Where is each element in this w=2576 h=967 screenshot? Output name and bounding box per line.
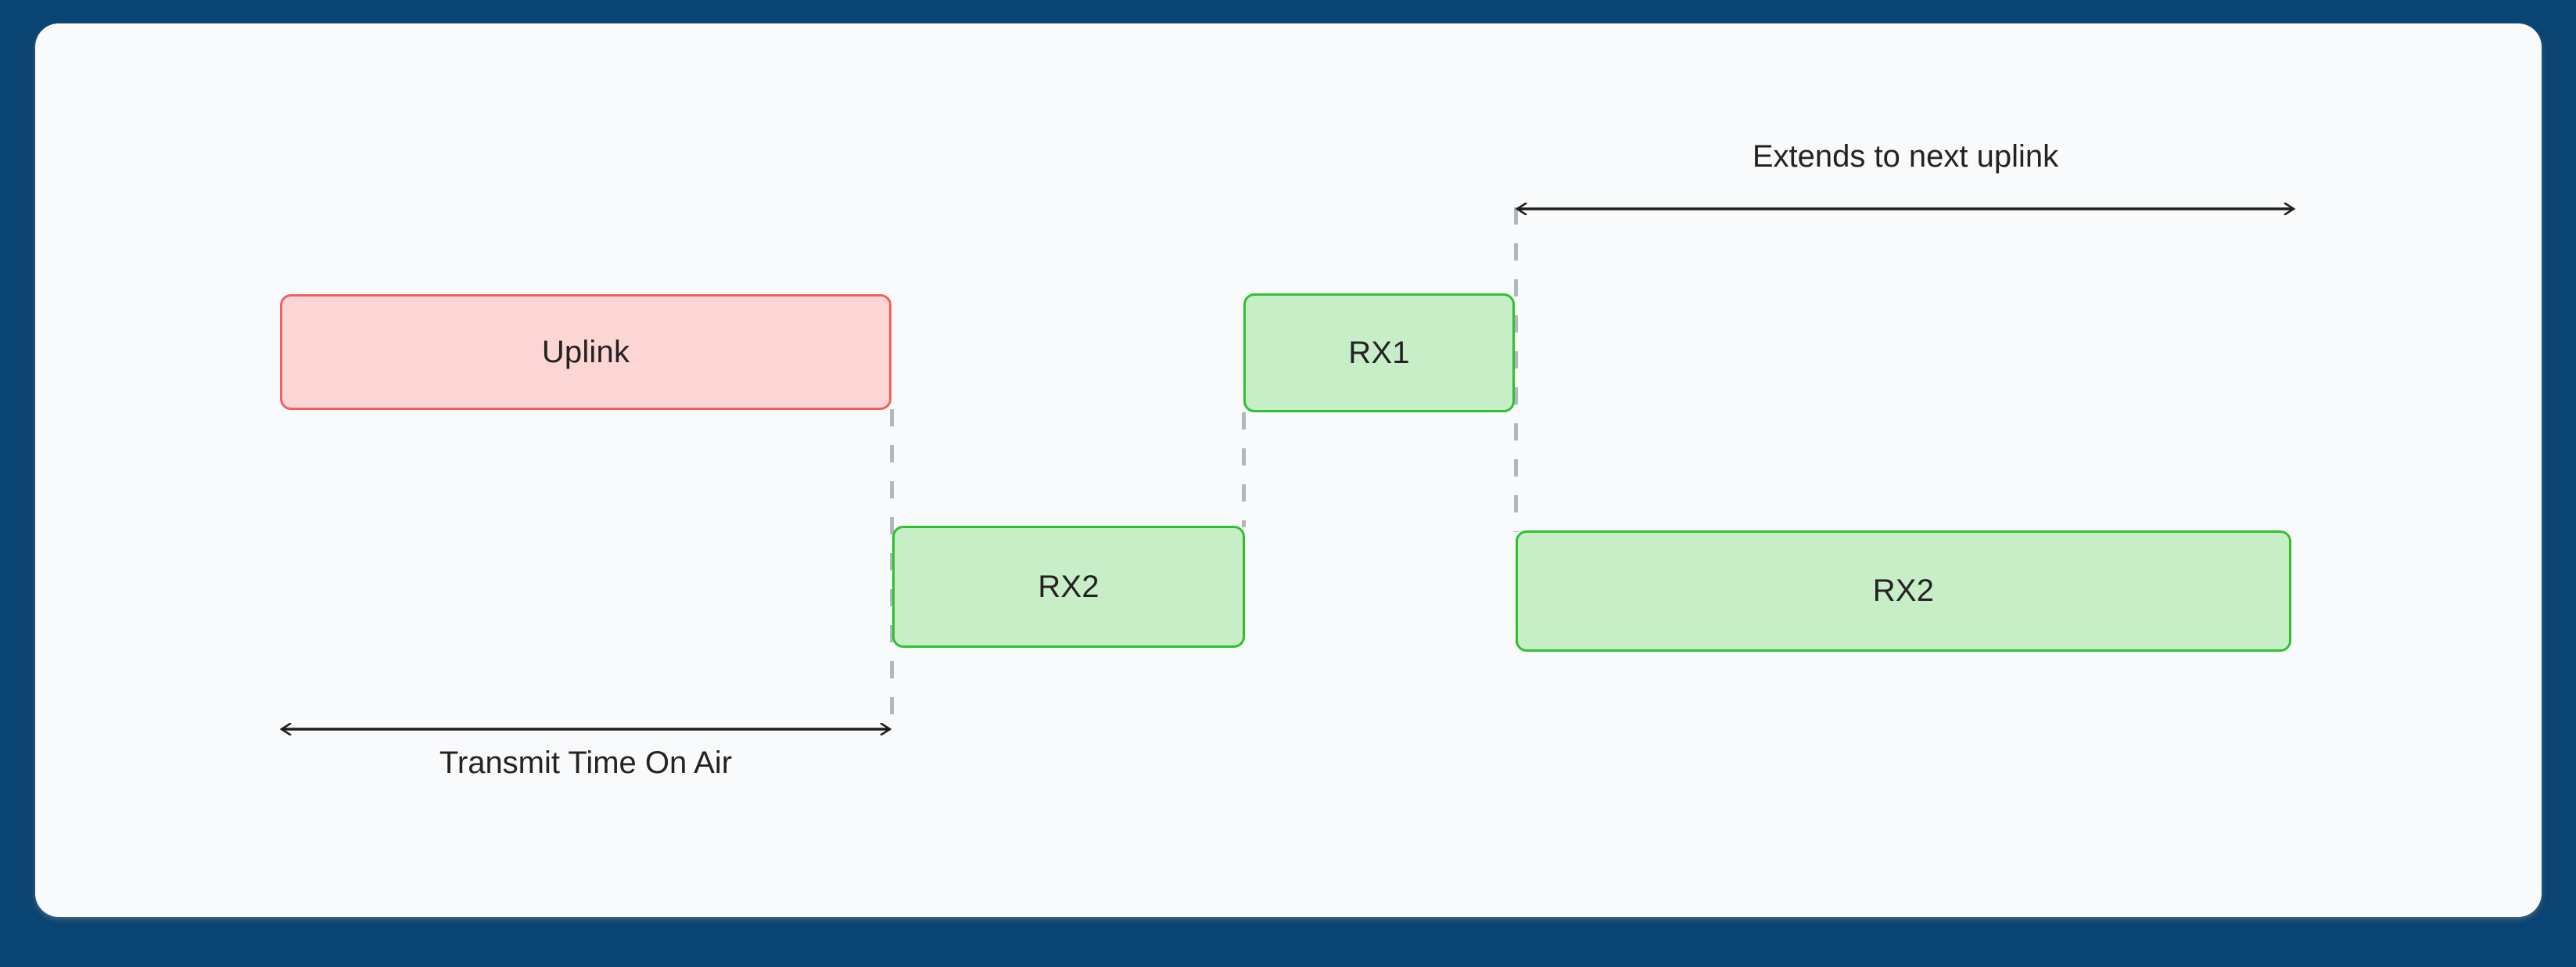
block-rx2-first-label: RX2 [1038, 569, 1100, 604]
block-rx1-label: RX1 [1348, 335, 1410, 370]
annotation-transmit-time-on-air: Transmit Time On Air [439, 746, 733, 780]
block-rx1[interactable]: RX1 [1243, 293, 1515, 412]
block-rx2-second[interactable]: RX2 [1516, 530, 2291, 652]
block-uplink[interactable]: Uplink [280, 294, 892, 410]
diagram-card [35, 23, 2542, 917]
annotation-extends-to-next-uplink: Extends to next uplink [1752, 139, 2059, 174]
block-rx2-first[interactable]: RX2 [892, 526, 1245, 648]
block-uplink-label: Uplink [541, 334, 630, 369]
block-rx2-second-label: RX2 [1872, 573, 1935, 608]
